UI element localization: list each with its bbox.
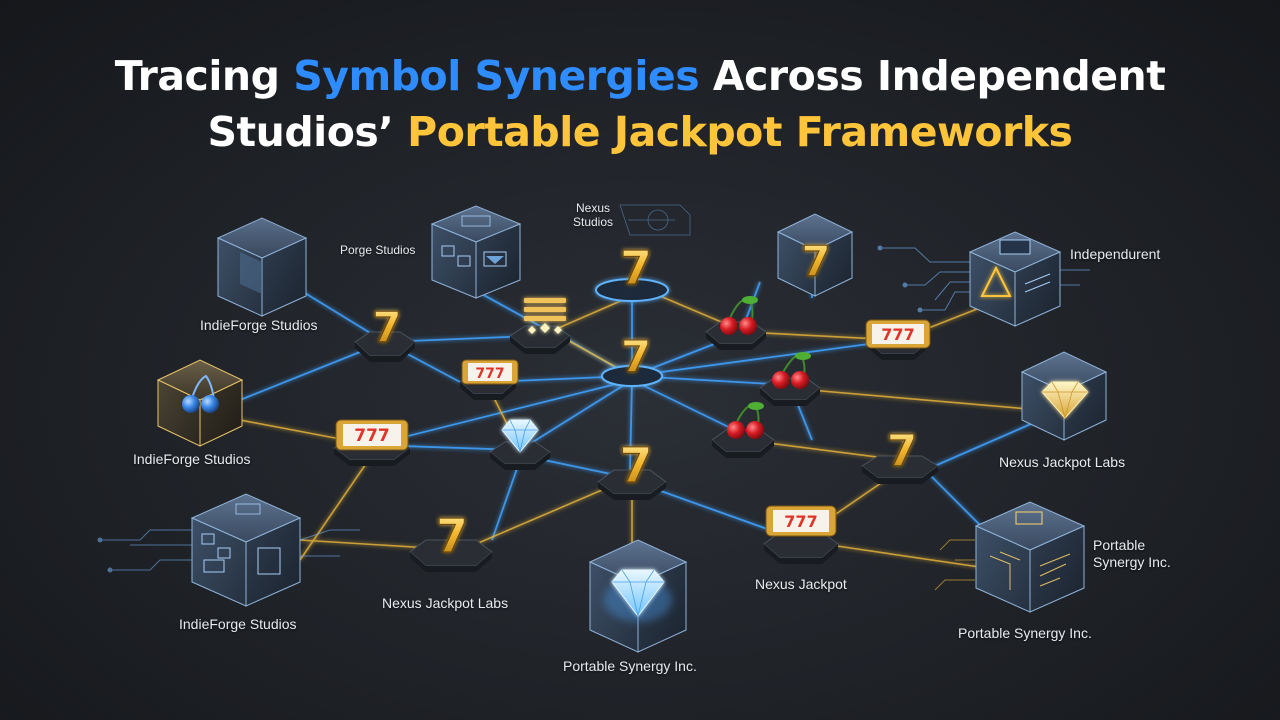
title-line-2: Studios’ Portable Jackpot Frameworks [0, 104, 1280, 160]
link [929, 419, 1041, 469]
title-line-1: Tracing Symbol Synergies Across Independ… [0, 48, 1280, 104]
label-indieforge-studios-mid: IndieForge Studios [133, 451, 251, 467]
studio-cube-portable-synergy-right [974, 501, 1086, 613]
pad-bars [509, 325, 571, 354]
title-highlight-symbol-synergies: Symbol Synergies [293, 52, 700, 100]
label-nexus-jackpot-labs-right: Nexus Jackpot Labs [999, 454, 1126, 470]
reel-symbol-bottom-right: 777 [765, 505, 837, 537]
studio-cube-seven-top [776, 213, 854, 297]
link [299, 454, 373, 561]
seven-symbol: 7 [887, 426, 918, 477]
pad-seven-right [861, 455, 939, 484]
reel-text: 777 [354, 426, 390, 446]
studio-cube-nexus-jackpot-labs-right [1020, 351, 1108, 441]
label-portable-line-1: Portable [1093, 537, 1146, 553]
link [491, 459, 521, 541]
reel-symbol-left-center: 777 [461, 359, 519, 385]
studio-cube-indieforge-top [216, 217, 308, 317]
title-highlight-portable-jackpot: Portable Jackpot Frameworks [407, 108, 1073, 156]
label-portable-line-2: Synergy Inc. [1093, 554, 1171, 570]
diagram-title: Tracing Symbol Synergies Across Independ… [0, 48, 1280, 160]
reel-text: 777 [881, 325, 914, 344]
bars-symbol [524, 298, 566, 334]
title-text: Across Independent [699, 52, 1166, 100]
pads [333, 278, 939, 572]
cherry-icon [720, 296, 758, 335]
circuit-traces-right [877, 245, 1090, 313]
reel-text: 777 [475, 366, 504, 382]
cherry-icon [727, 402, 764, 439]
label-indieforge-studios-top: IndieForge Studios [200, 317, 318, 333]
label-porge-studios: Porge Studios [340, 243, 416, 257]
label-indieforge-studios-bottom: IndieForge Studios [179, 616, 297, 632]
seven-symbol: 7 [619, 438, 652, 494]
pad-seven-left [354, 331, 416, 362]
link [629, 379, 633, 471]
pad-cherry-mid [759, 377, 821, 406]
link [631, 379, 746, 436]
seven-symbol: 7 [436, 509, 468, 563]
label-nexus-jackpot: Nexus Jackpot [755, 576, 847, 592]
pad-seven-bottom-left [409, 539, 493, 572]
seven-symbol: 7 [621, 332, 652, 383]
studio-cube-portable-synergy-center [588, 539, 688, 653]
label-nexus-jackpot-labs-bottom: Nexus Jackpot Labs [382, 595, 509, 611]
blueprint-nexus [619, 204, 691, 236]
pad-seven-top-center [595, 278, 669, 302]
pad-diamond-left [489, 441, 551, 470]
blue-cherry-icon [182, 374, 219, 413]
link [519, 379, 633, 451]
label-independurent: Independurent [1070, 246, 1161, 262]
label-nexus-line-1: Nexus [576, 201, 611, 215]
label-nexus-line-2: Studios [573, 215, 614, 229]
circuit-traces-left [97, 529, 360, 573]
reel-text: 777 [784, 512, 817, 531]
pad-seven-low-center [597, 469, 667, 500]
studio-cube-independurent [968, 231, 1062, 327]
gold-diamond-icon [1041, 381, 1089, 419]
studio-cube-indieforge-mid [156, 359, 244, 447]
link [631, 339, 899, 377]
studio-cube-porge [430, 205, 522, 299]
seven-symbol: 7 [620, 241, 652, 295]
reel-symbol-right: 777 [865, 319, 931, 349]
symbols-sevens: 7 7 7 7 7 7 7 [372, 236, 918, 563]
title-text: Studios’ [207, 108, 408, 156]
circuit-traces-bottom-right [934, 539, 975, 591]
cherry-icon [772, 352, 811, 389]
links-blue [239, 262, 1041, 546]
seven-symbol: 7 [801, 237, 830, 286]
label-nexus-studios: Nexus Studios [573, 201, 613, 229]
reel-symbol-left: 777 [335, 419, 409, 451]
diamond-icon [501, 419, 539, 453]
label-portable-synergy-center: Portable Synergy Inc. [563, 658, 697, 674]
studio-cube-indieforge-bottom [190, 493, 302, 607]
seven-symbol: 7 [372, 303, 401, 352]
label-portable-synergy-bottom-right: Portable Synergy Inc. [958, 625, 1092, 641]
label-portable-synergy-right: Portable Synergy Inc. [1093, 537, 1171, 571]
blue-diamond-icon [611, 569, 665, 617]
link [829, 544, 1001, 571]
title-text: Tracing [114, 52, 294, 100]
link [809, 389, 1041, 411]
pad-seven-center [601, 365, 663, 387]
pad-reel-bottom-right [763, 531, 839, 564]
